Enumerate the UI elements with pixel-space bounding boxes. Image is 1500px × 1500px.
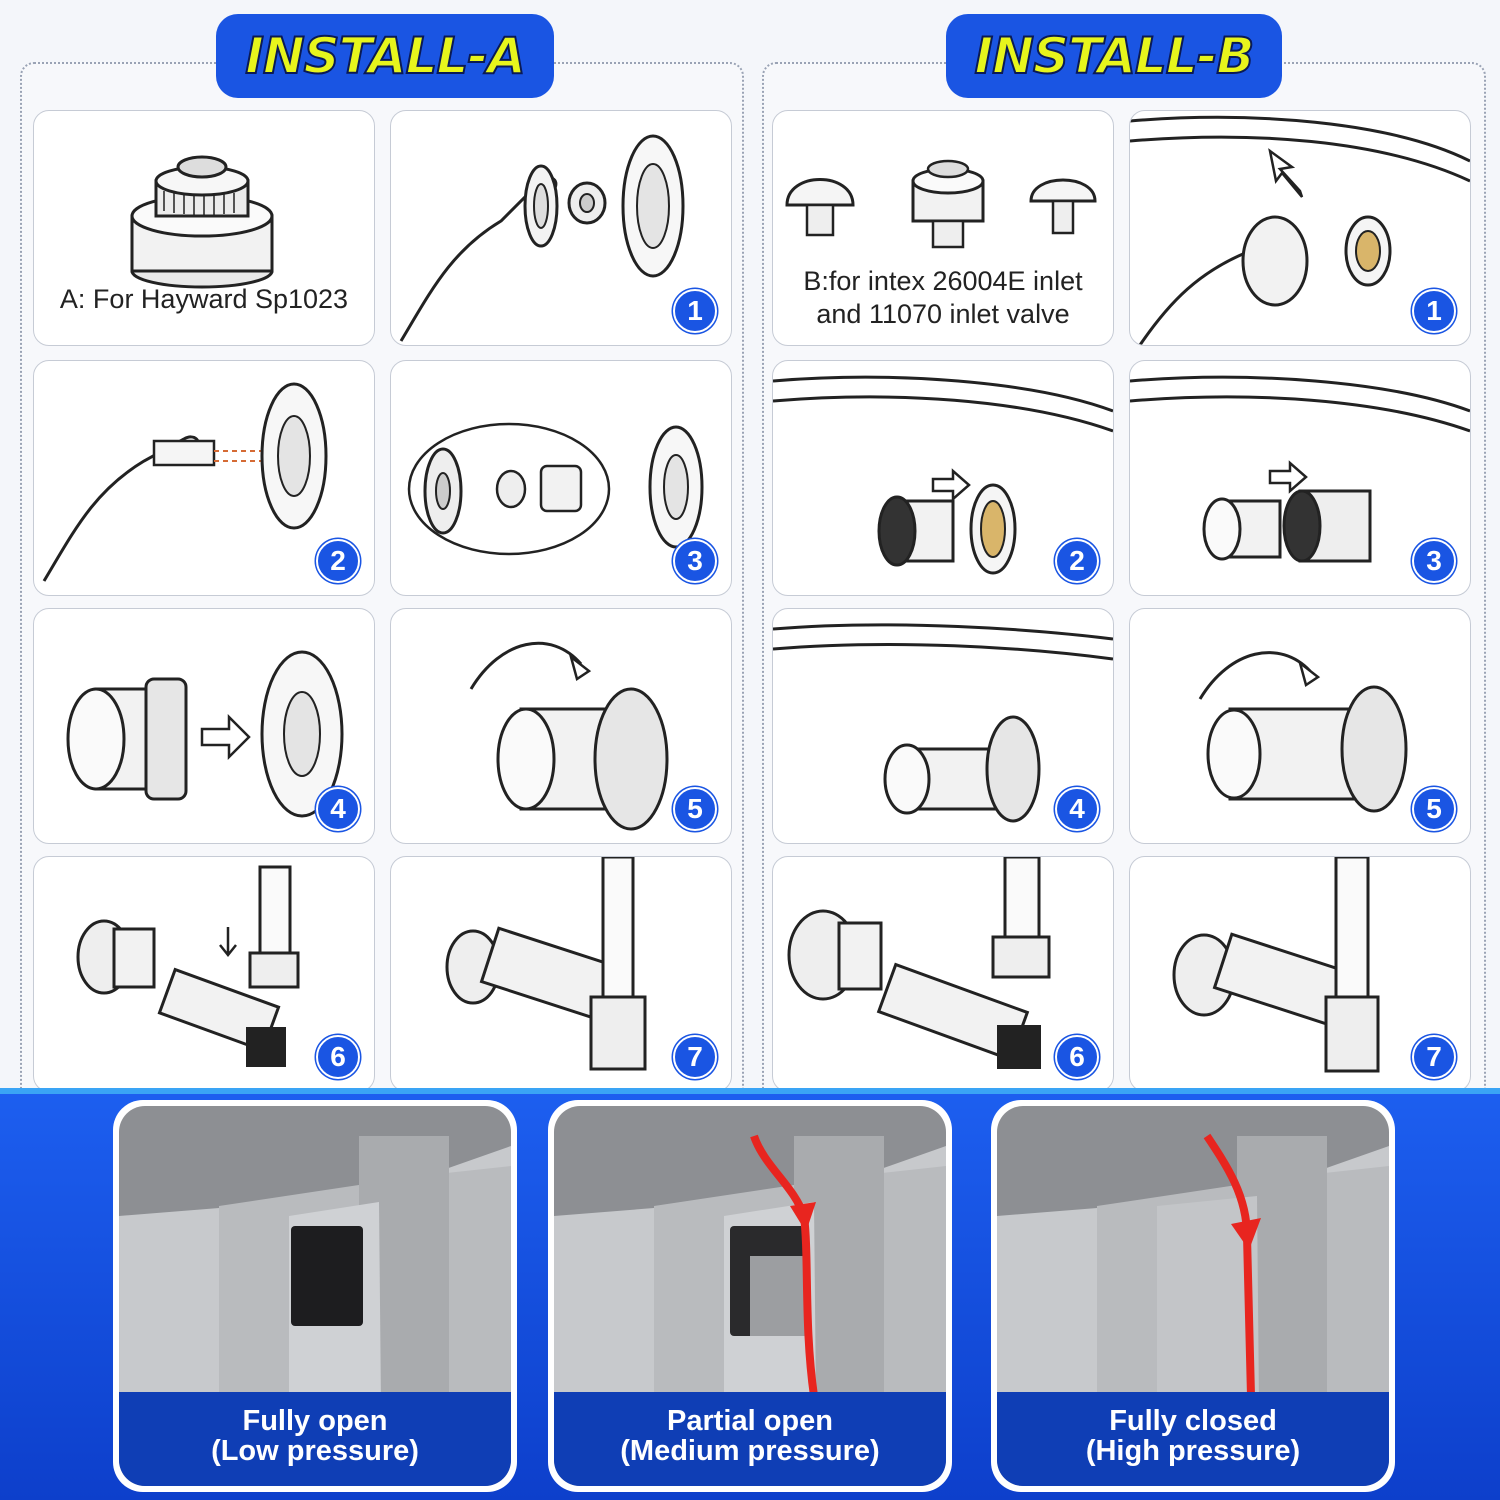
hayward-fitting-icon: [130, 155, 274, 289]
valve-state-card-closed: Fully closed (High pressure): [991, 1100, 1395, 1492]
install-b-step-3-panel: 3: [1129, 360, 1471, 596]
step-number-badge: 7: [1412, 1035, 1456, 1079]
step-number-badge: 5: [673, 787, 717, 831]
install-a-step-7-panel: 7: [390, 856, 732, 1092]
valve-assembly-icon: [76, 865, 300, 1067]
install-a-step-3-panel: 3: [390, 360, 732, 596]
hand-with-tool-icon: [42, 382, 328, 582]
valve-installed-icon: [445, 857, 647, 1071]
install-b-intro-caption-1: B:for intex 26004E inlet: [803, 266, 1083, 296]
install-a-title: INSTALL-A: [216, 14, 554, 98]
install-a-step-6-panel: 6: [33, 856, 375, 1092]
install-b-step-6-panel: 6: [772, 856, 1114, 1092]
intex-fittings-icon: [785, 159, 1097, 249]
install-a-intro-panel: A: For Hayward Sp1023: [33, 110, 375, 346]
rotate-fitting-icon: [469, 641, 669, 831]
install-a-step-2-panel: 2: [33, 360, 375, 596]
install-b-step-4-panel: 4: [772, 608, 1114, 844]
fitting-placed-icon: [773, 623, 1113, 823]
rotate-fitting-icon: [1198, 651, 1408, 813]
valve-state-label: Fully open (Low pressure): [119, 1392, 511, 1486]
step-number-badge: 3: [1412, 539, 1456, 583]
valve-installed-icon: [1172, 857, 1380, 1073]
install-b-title: INSTALL-B: [946, 14, 1282, 98]
fitting-insert-icon: [66, 650, 344, 818]
step-number-badge: 2: [316, 539, 360, 583]
install-a-step-1-panel: 1: [390, 110, 732, 346]
step-number-badge: 4: [316, 787, 360, 831]
step-number-badge: 3: [673, 539, 717, 583]
valve-assembly-icon: [787, 857, 1051, 1069]
step-number-badge: 6: [316, 1035, 360, 1079]
hand-with-gasket-icon: [399, 134, 685, 342]
install-a-intro-caption: A: For Hayward Sp1023: [59, 284, 349, 314]
step-number-badge: 7: [673, 1035, 717, 1079]
install-a-step-5-panel: 5: [390, 608, 732, 844]
install-b-step-5-panel: 5: [1129, 608, 1471, 844]
install-b-step-1-panel: 1: [1129, 110, 1471, 346]
valve-state-label: Partial open (Medium pressure): [554, 1392, 946, 1486]
step-number-badge: 1: [1412, 289, 1456, 333]
valve-state-card-partial: Partial open (Medium pressure): [548, 1100, 952, 1492]
install-a-step-4-panel: 4: [33, 608, 375, 844]
remove-cap-icon: [1130, 115, 1470, 345]
install-b-step-7-panel: 7: [1129, 856, 1471, 1092]
step-number-badge: 1: [673, 289, 717, 333]
install-b-intro-caption-2: and 11070 inlet valve: [816, 299, 1070, 329]
step-number-badge: 4: [1055, 787, 1099, 831]
insert-adapter-icon: [773, 375, 1113, 575]
parts-exploded-icon: [407, 422, 704, 556]
valve-state-label: Fully closed (High pressure): [997, 1392, 1389, 1486]
step-number-badge: 2: [1055, 539, 1099, 583]
valve-state-card-open: Fully open (Low pressure): [113, 1100, 517, 1492]
step-number-badge: 6: [1055, 1035, 1099, 1079]
install-b-intro-panel: B:for intex 26004E inlet and 11070 inlet…: [772, 110, 1114, 346]
attach-fitting-icon: [1130, 375, 1470, 563]
step-number-badge: 5: [1412, 787, 1456, 831]
install-b-step-2-panel: 2: [772, 360, 1114, 596]
